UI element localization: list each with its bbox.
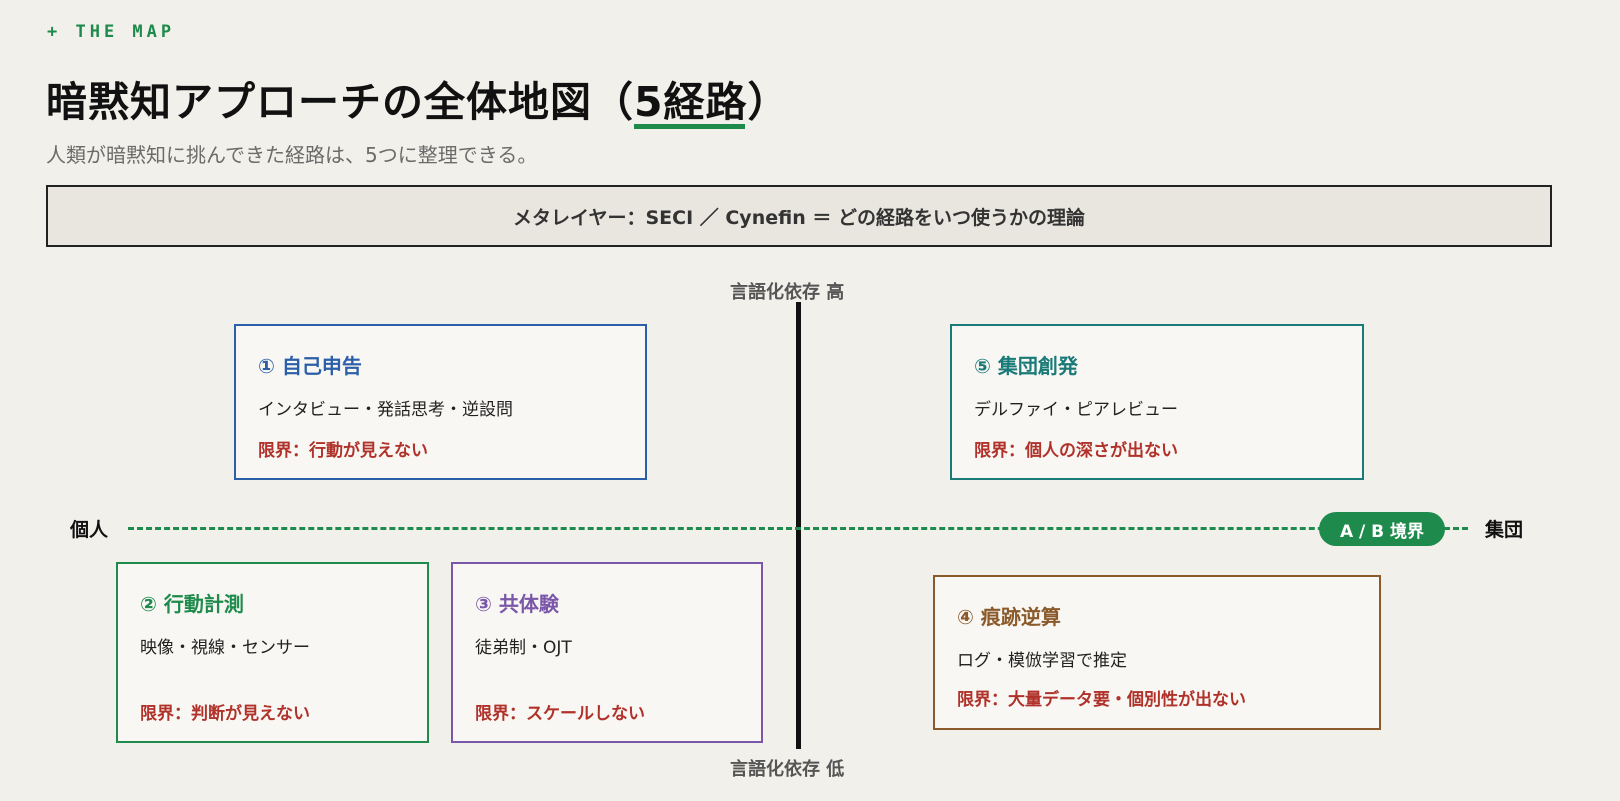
route-card-limit: 限界：行動が見えない <box>258 441 428 461</box>
route-card-limit: 限界：個人の深さが出ない <box>974 441 1178 461</box>
route-card-self-report: ① 自己申告 インタビュー・発話思考・逆設問 限界：行動が見えない <box>234 324 647 480</box>
route-card-title: ③ 共体験 <box>475 592 559 616</box>
horizontal-axis-right-label: 集団 <box>1485 519 1524 541</box>
route-card-limit: 限界：判断が見えない <box>140 704 310 724</box>
route-card-methods: ログ・模倣学習で推定 <box>957 651 1127 671</box>
horizontal-axis-left-label: 個人 <box>70 519 109 541</box>
route-card-methods: インタビュー・発話思考・逆設問 <box>258 400 513 420</box>
route-card-shared-experience: ③ 共体験 徒弟制・OJT 限界：スケールしない <box>451 562 763 743</box>
title-underline <box>634 124 745 129</box>
page-subtitle: 人類が暗黙知に挑んできた経路は、5つに整理できる。 <box>46 143 538 167</box>
route-card-collective-emergence: ⑤ 集団創発 デルファイ・ピアレビュー 限界：個人の深さが出ない <box>950 324 1364 480</box>
route-card-limit: 限界：スケールしない <box>475 704 645 724</box>
horizontal-axis-dashed-line <box>128 527 1468 530</box>
vertical-axis-top-label: 言語化依存 高 <box>730 282 845 303</box>
section-eyebrow: + THE MAP <box>47 22 176 42</box>
route-card-limit: 限界：大量データ要・個別性が出ない <box>957 690 1246 710</box>
route-card-title: ⑤ 集団創発 <box>974 354 1078 378</box>
route-card-trace-inference: ④ 痕跡逆算 ログ・模倣学習で推定 限界：大量データ要・個別性が出ない <box>933 575 1381 730</box>
vertical-axis-bottom-label: 言語化依存 低 <box>730 759 845 780</box>
route-card-methods: 徒弟制・OJT <box>475 638 572 658</box>
meta-layer-text: メタレイヤー：SECI ／ Cynefin ＝ どの経路をいつ使うかの理論 <box>513 206 1085 229</box>
vertical-axis-line <box>796 302 801 749</box>
route-card-title: ④ 痕跡逆算 <box>957 605 1061 629</box>
route-card-methods: デルファイ・ピアレビュー <box>974 400 1178 420</box>
route-card-title: ② 行動計測 <box>140 592 244 616</box>
route-card-behavior-measurement: ② 行動計測 映像・視線・センサー 限界：判断が見えない <box>116 562 429 743</box>
route-card-methods: 映像・視線・センサー <box>140 638 310 658</box>
ab-boundary-badge: A / B 境界 <box>1319 512 1445 546</box>
meta-layer-banner: メタレイヤー：SECI ／ Cynefin ＝ どの経路をいつ使うかの理論 <box>46 185 1552 247</box>
route-card-title: ① 自己申告 <box>258 354 362 378</box>
page-title: 暗黙知アプローチの全体地図（5経路） <box>46 78 790 126</box>
